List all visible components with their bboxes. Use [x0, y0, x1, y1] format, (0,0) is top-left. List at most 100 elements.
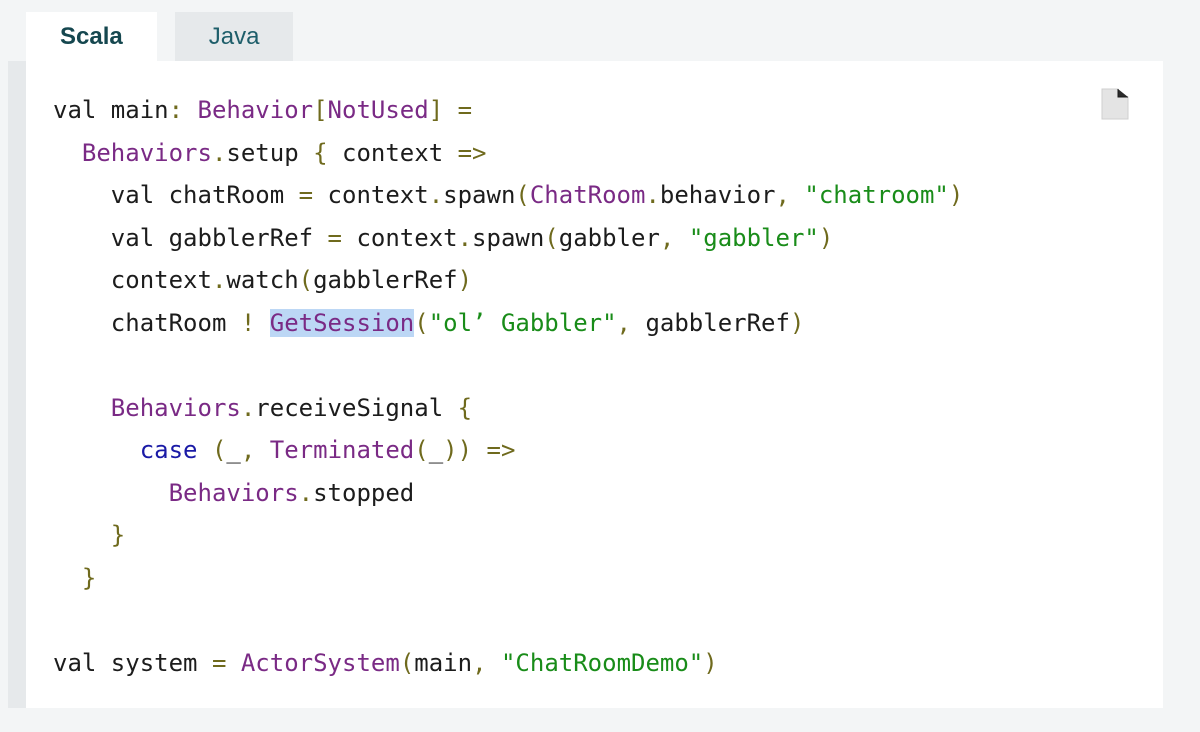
code-token: [53, 139, 82, 167]
code-token: (: [515, 181, 530, 209]
code-token: val main: [53, 96, 169, 124]
code-token: (: [298, 266, 314, 294]
code-token: receiveSignal: [255, 393, 458, 422]
code-token: [443, 96, 457, 124]
code-token: =>: [457, 138, 487, 167]
code-token: )): [443, 436, 473, 464]
code-token: "gabbler": [688, 223, 819, 252]
code-token: chatRoom: [53, 308, 241, 337]
language-tabs: Scala Java: [26, 12, 294, 61]
code-line: }: [53, 557, 963, 600]
code-line: val main: Behavior[NotUsed] =: [53, 89, 963, 132]
code-token: _: [226, 436, 241, 464]
code-line: [53, 344, 963, 387]
code-token: ,: [659, 223, 675, 252]
code-token: {: [313, 138, 328, 167]
code-line: Behaviors.setup { context =>: [53, 132, 963, 175]
code-token: {: [457, 393, 473, 422]
tab-scala[interactable]: Scala: [26, 12, 157, 61]
code-token: Behaviors: [110, 393, 241, 422]
code-token: [: [313, 96, 328, 124]
code-token: [198, 436, 212, 464]
code-line: }: [53, 514, 963, 557]
code-token: :: [168, 96, 184, 124]
code-token: NotUsed: [327, 96, 429, 124]
code-token: context: [313, 181, 429, 209]
code-token: [53, 436, 140, 464]
code-token: case: [139, 436, 198, 464]
code-token: val chatRoom: [53, 181, 299, 209]
code-token: ): [703, 648, 718, 677]
code-line: Behaviors.stopped: [53, 472, 963, 515]
code-token: =: [298, 181, 314, 209]
code-token: =: [457, 96, 473, 124]
code-token: ActorSystem: [240, 648, 400, 677]
code-token: ,: [616, 308, 631, 337]
code-line: case (_, Terminated(_)) =>: [53, 429, 963, 472]
code-token: val system: [53, 648, 212, 677]
code-token: (: [211, 436, 227, 464]
code-token: gabblerRef: [631, 308, 790, 337]
code-token: [255, 436, 269, 464]
code-token: ): [818, 223, 834, 252]
code-token: .: [211, 266, 227, 294]
code-token: [53, 479, 169, 507]
code-token: .: [240, 393, 256, 422]
copy-icon[interactable]: [1101, 87, 1129, 121]
code-line: context.watch(gabblerRef): [53, 259, 963, 302]
code-token: ): [457, 266, 473, 294]
code-token: [255, 309, 269, 337]
code-line: Behaviors.receiveSignal {: [53, 387, 963, 430]
code-block: val main: Behavior[NotUsed] = Behaviors.…: [53, 89, 963, 684]
code-token: context: [53, 266, 212, 294]
code-line: val system = ActorSystem(main, "ChatRoom…: [53, 642, 963, 685]
code-token: [226, 649, 240, 677]
tab-java[interactable]: Java: [174, 12, 294, 61]
code-token: =>: [486, 436, 516, 464]
code-token: ,: [240, 436, 256, 464]
code-token: (: [414, 308, 429, 337]
code-token: ]: [428, 96, 444, 124]
code-token: (: [399, 648, 415, 677]
code-token: gabbler: [558, 223, 660, 252]
code-token: [487, 649, 501, 677]
code-line: val chatRoom = context.spawn(ChatRoom.be…: [53, 174, 964, 217]
code-token: watch: [226, 266, 299, 294]
code-token: .: [457, 223, 473, 252]
code-token: (: [414, 436, 429, 464]
code-token: ): [789, 308, 805, 337]
code-token: gabblerRef: [313, 266, 458, 294]
code-token: Behaviors: [168, 478, 299, 507]
code-token: ,: [775, 181, 790, 209]
code-token: .: [645, 181, 660, 209]
code-token: "ChatRoomDemo": [500, 648, 704, 677]
code-token: }: [81, 563, 97, 592]
code-token: [790, 181, 804, 209]
code-token: [53, 564, 82, 592]
code-token: "chatroom": [804, 181, 949, 209]
code-token: ): [948, 181, 964, 209]
code-panel: [8, 61, 1163, 708]
code-token: Behaviors: [81, 138, 212, 167]
code-token: setup: [226, 138, 314, 167]
code-token: [674, 224, 688, 252]
code-token: Terminated: [269, 436, 415, 464]
code-token: [53, 394, 111, 422]
code-token: Behavior: [197, 96, 314, 124]
code-token: spawn: [443, 181, 516, 209]
code-token: =: [211, 648, 227, 677]
code-token: =: [327, 223, 342, 252]
highlighted-token: GetSession: [269, 308, 415, 337]
code-token: main: [414, 648, 473, 677]
code-token: [472, 436, 486, 464]
code-token: ,: [472, 648, 487, 677]
code-token: context: [342, 223, 458, 252]
code-token: ChatRoom: [529, 181, 646, 209]
code-token: val gabblerRef: [53, 223, 328, 252]
code-token: _: [428, 436, 444, 464]
code-token: !: [240, 308, 256, 337]
code-token: (: [544, 223, 559, 252]
code-line: chatRoom ! GetSession("ol’ Gabbler", gab…: [53, 302, 963, 345]
code-token: }: [110, 521, 126, 549]
code-token: .: [428, 181, 444, 209]
